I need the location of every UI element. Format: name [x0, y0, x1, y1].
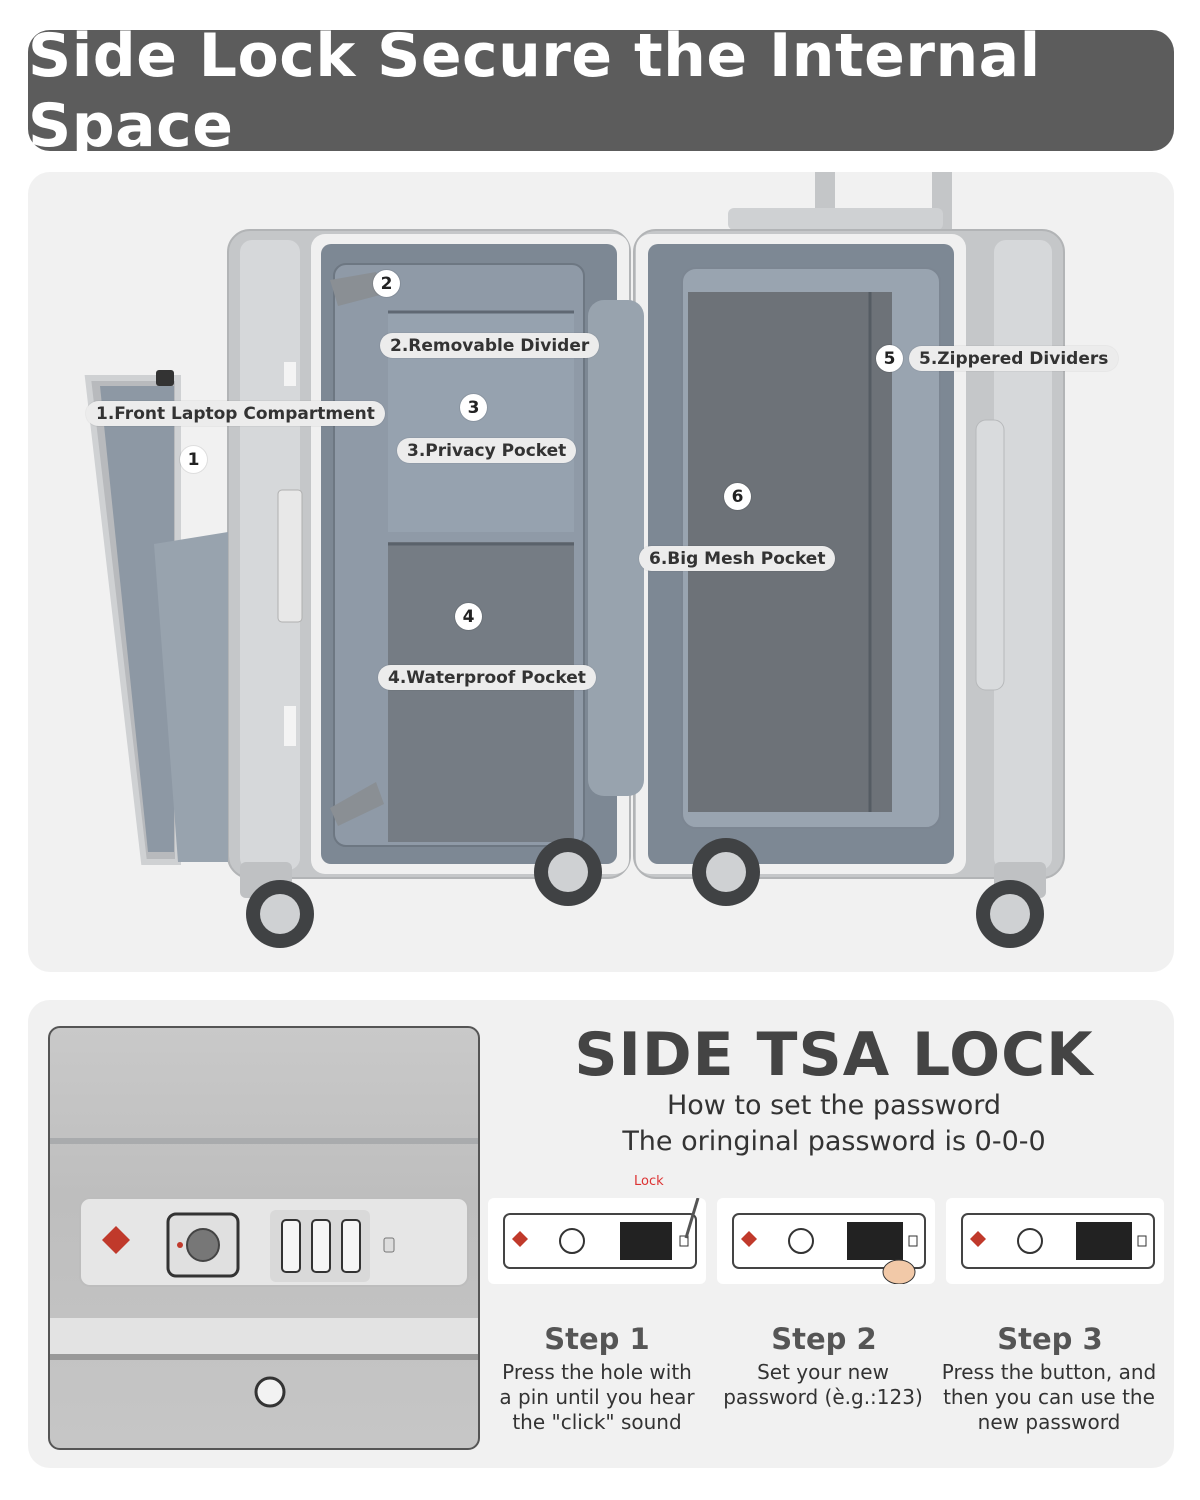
reset-button: [383, 1237, 395, 1253]
frame-screw-icon: [254, 1376, 286, 1408]
wheel-hub-4: [990, 894, 1030, 934]
marker-3: 3: [460, 394, 487, 421]
step-3-diagram: [946, 1198, 1164, 1284]
step-2-tsa-icon: [741, 1231, 757, 1247]
header-banner: Side Lock Secure the Internal Space: [28, 21, 1174, 161]
tsa-subtitle-1: How to set the password: [666, 1090, 1002, 1121]
wheel-hub-2: [548, 852, 588, 892]
step-2-lock-diagram: [732, 1213, 926, 1284]
wheel-hub-3: [706, 852, 746, 892]
waterproof-pocket: [388, 542, 574, 842]
step-3-key-icon: [1017, 1228, 1043, 1254]
step-1-line-3: the "click" sound: [512, 1410, 682, 1434]
step-2-text: Set your new password (è.g.:123): [708, 1360, 938, 1410]
label-zippered-dividers: 5.Zippered Dividers: [909, 346, 1119, 371]
marker-4: 4: [455, 603, 482, 630]
label-privacy-pocket: 3.Privacy Pocket: [397, 438, 577, 463]
latch-top: [284, 362, 296, 386]
step-2-line-1: Set your new: [757, 1360, 889, 1384]
panel-groove: [50, 1138, 478, 1144]
frame-edge-shadow: [50, 1354, 478, 1360]
marker-1: 1: [180, 446, 207, 473]
divider-strap-bottom: [330, 782, 384, 826]
step-2-finger-icon: [882, 1259, 916, 1284]
step-3-line-3: new password: [977, 1410, 1121, 1434]
label-waterproof-pocket: 4.Waterproof Pocket: [378, 665, 596, 690]
tsa-lock-closeup-photo: [48, 1026, 480, 1450]
front-laptop-lining: [100, 386, 174, 852]
step-1-button: [679, 1235, 689, 1247]
step-3-text: Press the button, and then you can use t…: [934, 1360, 1164, 1435]
step-2-title: Step 2: [771, 1322, 877, 1356]
step-1-key-icon: [559, 1228, 585, 1254]
front-laptop-sleeve: [154, 532, 228, 862]
top-carry-handle: [728, 208, 943, 230]
lock-hole-label: Lock: [634, 1174, 664, 1189]
marker-6: 6: [724, 483, 751, 510]
step-1-diagram: [488, 1198, 706, 1284]
step-1-line-2: a pin until you hear: [499, 1385, 695, 1409]
side-tsa-lock: [277, 489, 303, 623]
indicator-dot: [177, 1242, 183, 1248]
step-2-diagram: [717, 1198, 935, 1284]
lock-closeup-illustration: [50, 1138, 478, 1408]
latch-bottom: [284, 706, 296, 746]
dial-2: [311, 1219, 331, 1273]
label-front-laptop-compartment: 1.Front Laptop Compartment: [86, 401, 385, 426]
step-1-dials: [620, 1222, 672, 1260]
step-2-key-icon: [788, 1228, 814, 1254]
tsa-subtitle-2: The oringinal password is 0-0-0: [622, 1126, 1046, 1157]
label-big-mesh-pocket: 6.Big Mesh Pocket: [639, 546, 836, 571]
open-suitcase-illustration: [84, 172, 1065, 948]
step-3-line-1: Press the button, and: [941, 1360, 1157, 1384]
step-1-tsa-icon: [512, 1231, 528, 1247]
step-1-title: Step 1: [544, 1322, 650, 1356]
center-hinge-strap: [588, 300, 644, 796]
step-3-button: [1137, 1235, 1147, 1247]
step-3-title: Step 3: [997, 1322, 1103, 1356]
divider-strap-top: [330, 272, 384, 306]
tsa-lock-title: SIDE TSA LOCK: [574, 1020, 1094, 1090]
dial-1: [281, 1219, 301, 1273]
step-2-button: [908, 1235, 918, 1247]
tsa-lock-panel: SIDE TSA LOCK How to set the password Th…: [28, 1000, 1174, 1468]
step-1-lock-diagram: [503, 1198, 700, 1269]
flap-zipper-pull: [156, 370, 174, 386]
banner-title: Side Lock Secure the Internal Space: [28, 20, 1041, 161]
frame-edge: [50, 1318, 478, 1354]
step-3-tsa-icon: [970, 1231, 986, 1247]
side-handle: [975, 419, 1005, 691]
step-1-text: Press the hole with a pin until you hear…: [482, 1360, 712, 1435]
wheel-hub-1: [260, 894, 300, 934]
step-3-line-2: then you can use the: [943, 1385, 1155, 1409]
step-1-line-1: Press the hole with: [502, 1360, 692, 1384]
marker-5: 5: [876, 345, 903, 372]
right-shell-rib: [994, 240, 1052, 870]
key-cylinder-icon: [186, 1228, 220, 1262]
step-3-lock-diagram: [961, 1213, 1155, 1269]
label-removable-divider: 2.Removable Divider: [380, 333, 600, 358]
dial-3: [341, 1219, 361, 1273]
step-2-dials: [847, 1222, 903, 1260]
step-3-dials: [1076, 1222, 1132, 1260]
tsa-diamond-icon: [102, 1226, 130, 1254]
marker-2: 2: [373, 270, 400, 297]
suitcase-interior-panel: 1 1.Front Laptop Compartment 2 2.Removab…: [28, 172, 1174, 972]
step-2-line-2: password (è.g.:123): [723, 1385, 923, 1409]
step-1-pin: [684, 1198, 700, 1239]
